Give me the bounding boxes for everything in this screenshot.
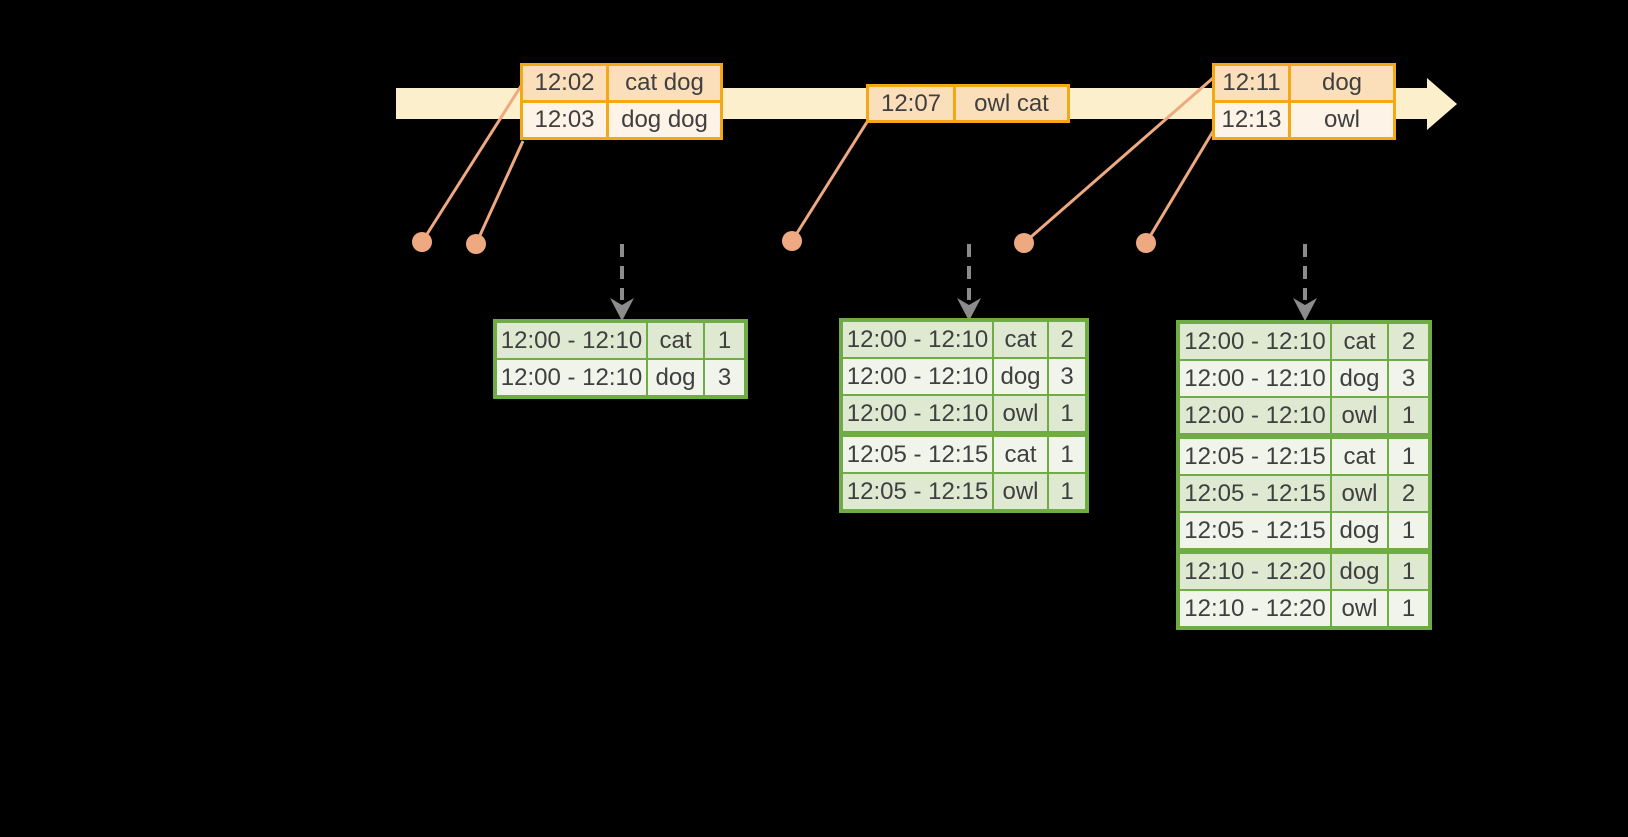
- window-cell: 12:10 - 12:20: [1180, 591, 1330, 626]
- window-cell: 12:00 - 12:10: [1180, 324, 1330, 359]
- event-dot-12-13: [1136, 233, 1156, 253]
- connector-line-12-13: [1144, 127, 1217, 244]
- window-cell: 12:05 - 12:15: [843, 437, 992, 472]
- event-time-cell: 12:11: [1215, 66, 1288, 100]
- window-cell: 12:00 - 12:10: [1180, 361, 1330, 396]
- count-cell: 2: [1049, 322, 1085, 357]
- count-cell: 2: [1389, 476, 1428, 511]
- window-cell: 12:00 - 12:10: [497, 360, 646, 395]
- event-dot-12-11: [1014, 233, 1034, 253]
- window-cell: 12:10 - 12:20: [1180, 554, 1330, 589]
- word-cell: dog: [1332, 554, 1387, 589]
- window-cell: 12:00 - 12:10: [1180, 398, 1330, 433]
- connector-line-12-02: [420, 85, 523, 243]
- word-cell: cat: [994, 322, 1047, 357]
- word-cell: owl: [994, 396, 1047, 431]
- count-cell: 2: [1389, 324, 1428, 359]
- window-cell: 12:05 - 12:15: [843, 474, 992, 509]
- count-cell: 1: [1049, 437, 1085, 472]
- count-cell: 1: [1389, 439, 1428, 474]
- trigger-arrow-3-head-icon: [1293, 298, 1317, 321]
- event-words-cell: owl: [1291, 103, 1393, 137]
- event-words-cell: cat dog: [609, 66, 720, 100]
- word-cell: owl: [1332, 591, 1387, 626]
- window-cell: 12:00 - 12:10: [843, 396, 992, 431]
- count-cell: 1: [1049, 474, 1085, 509]
- event-words-cell: owl cat: [956, 87, 1067, 120]
- connector-line-12-11: [1023, 76, 1214, 245]
- timeline-arrowhead-icon: [1427, 78, 1457, 130]
- word-cell: cat: [1332, 439, 1387, 474]
- word-cell: cat: [994, 437, 1047, 472]
- trigger-arrow-1-head-icon: [610, 298, 634, 321]
- count-cell: 1: [1389, 398, 1428, 433]
- window-cell: 12:00 - 12:10: [843, 322, 992, 357]
- count-cell: 1: [705, 323, 744, 358]
- window-cell: 12:00 - 12:10: [843, 359, 992, 394]
- window-cell: 12:05 - 12:15: [1180, 513, 1330, 548]
- connector-line-12-03: [474, 140, 525, 245]
- word-cell: cat: [1332, 324, 1387, 359]
- event-words-cell: dog dog: [609, 103, 720, 137]
- window-cell: 12:05 - 12:15: [1180, 476, 1330, 511]
- word-cell: owl: [994, 474, 1047, 509]
- event-time-cell: 12:02: [523, 66, 606, 100]
- event-dot-12-02: [412, 232, 432, 252]
- word-cell: dog: [994, 359, 1047, 394]
- trigger-arrow-2-head-icon: [957, 298, 981, 321]
- count-cell: 1: [1389, 591, 1428, 626]
- event-dot-12-03: [466, 234, 486, 254]
- count-cell: 1: [1389, 554, 1428, 589]
- count-cell: 3: [1389, 361, 1428, 396]
- window-cell: 12:00 - 12:10: [497, 323, 646, 358]
- word-cell: owl: [1332, 398, 1387, 433]
- word-cell: dog: [1332, 361, 1387, 396]
- word-cell: owl: [1332, 476, 1387, 511]
- connector-line-12-07: [790, 121, 869, 242]
- count-cell: 3: [1049, 359, 1085, 394]
- word-cell: dog: [1332, 513, 1387, 548]
- event-time-cell: 12:07: [869, 87, 953, 120]
- count-cell: 1: [1049, 396, 1085, 431]
- word-cell: dog: [648, 360, 703, 395]
- count-cell: 3: [705, 360, 744, 395]
- count-cell: 1: [1389, 513, 1428, 548]
- word-cell: cat: [648, 323, 703, 358]
- event-time-cell: 12:13: [1215, 103, 1288, 137]
- event-time-cell: 12:03: [523, 103, 606, 137]
- window-cell: 12:05 - 12:15: [1180, 439, 1330, 474]
- event-dot-12-07: [782, 231, 802, 251]
- event-words-cell: dog: [1291, 66, 1393, 100]
